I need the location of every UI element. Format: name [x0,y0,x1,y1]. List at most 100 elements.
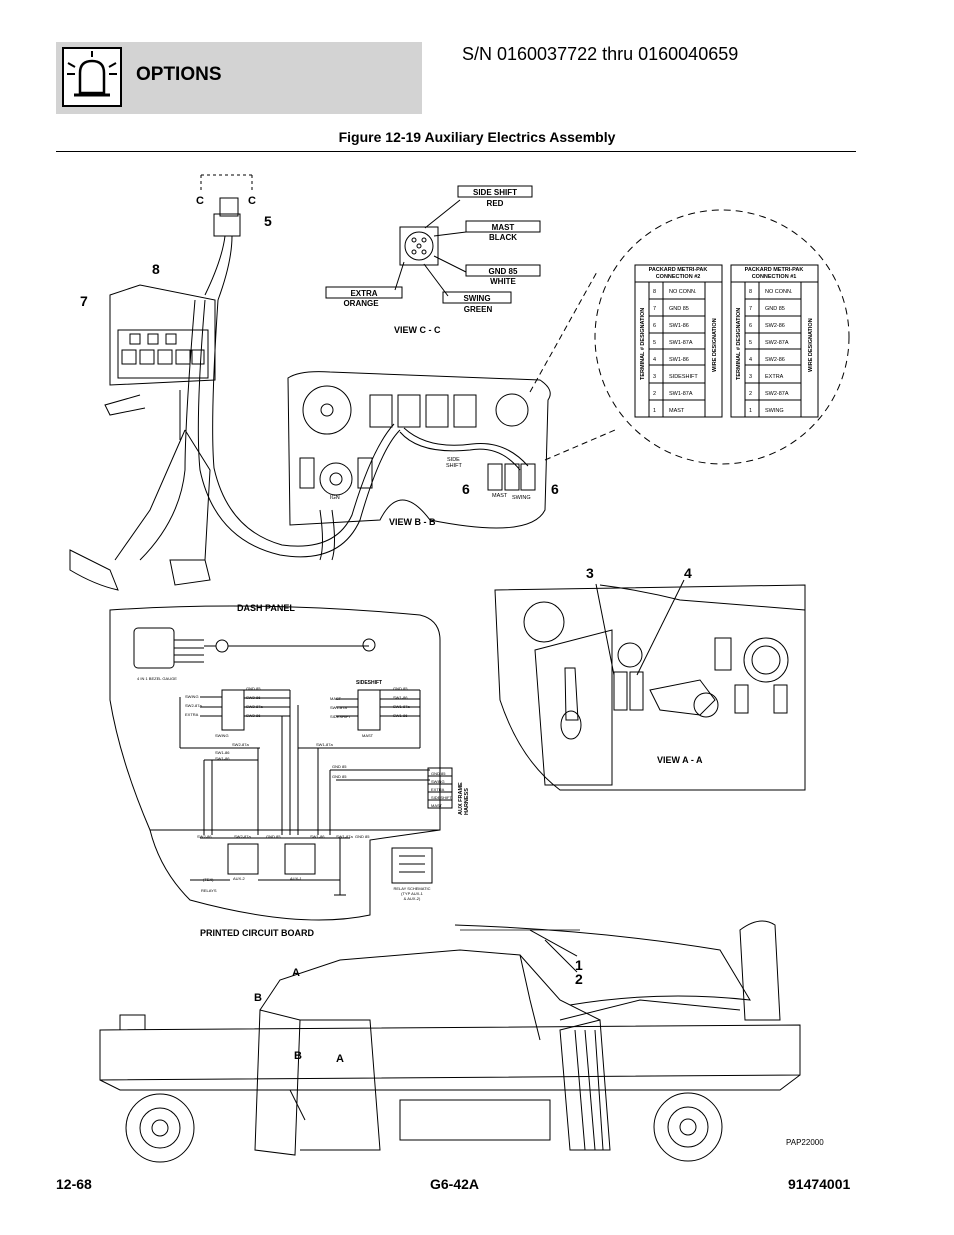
view-a-caption: VIEW A - A [657,755,703,765]
conn1-wire-label: WIRE DESIGNATION [808,318,814,372]
connector1-terminal-7: 7 [749,306,752,312]
callout-1: 1 [575,957,583,973]
connector2-terminal-3: 3 [653,374,656,380]
serial-number-range: S/N 0160037722 thru 0160040659 [462,44,739,64]
left-switch-terminal: SW2-87a [246,704,263,709]
wiring-schematic [109,605,453,921]
connector2-terminal-2: 2 [653,391,656,397]
right-switch-wire: SW1-87a [330,705,347,710]
wire-black: BLACK [489,233,517,242]
callout-3: 3 [586,565,594,581]
bus-wire-label: SW1-86 [215,750,230,755]
connector2-terminal-8: 8 [653,289,656,295]
connector2-terminal-5: 5 [653,340,656,346]
harness-wire-label: GND 85 [431,771,446,776]
label-swing: SWING [512,495,531,501]
connector2-wire-6: SW1-86 [669,323,689,329]
callout-8: 8 [152,261,160,277]
conn1-terminal-label: TERMINAL # DESIGNATION [736,308,742,380]
wire-orange: ORANGE [343,299,379,308]
harness-wire-label: MAST [431,803,443,808]
connector2-wire-5: SW1-87A [669,340,693,346]
callout-4: 4 [684,565,692,581]
connector2-terminal-4: 4 [653,357,656,363]
footer-page-number: 12-68 [56,1176,92,1192]
conn1-title-1: PACKARD METRI-PAK [745,267,804,273]
conn2-title-2: CONNECTION #2 [656,274,701,280]
mast-switch-label: MAST [362,733,374,738]
left-switch-wire: SW2-87a [185,703,202,708]
wire-white: WHITE [490,277,516,286]
swing-switch-label: SWING [215,733,229,738]
harness-title-2: HARNESS [464,788,470,815]
connector2-wire-3: SIDESHIFT [669,374,698,380]
callout-7: 7 [80,293,88,309]
right-switch-wire: MAST [330,696,342,701]
wire-red: RED [487,199,504,208]
dash-panel-caption: DASH PANEL [237,603,295,613]
figure-code: PAP22000 [786,1138,824,1147]
relay-terminal-label: GND 85 [266,834,281,839]
harness-title-1: AUX FRAME [458,782,464,815]
bus-wire-label: SW1-87a [316,742,333,747]
relay-terminal-label: SW2-87a [234,834,251,839]
connector1-wire-2: SW2-87A [765,391,789,397]
left-switch-wire: EXTRA [185,712,199,717]
connector1-terminal-6: 6 [749,323,752,329]
tex-label: (TEX) [203,877,214,882]
connector1-wire-3: EXTRA [765,374,784,380]
connector2-terminal-6: 6 [653,323,656,329]
callout-c-left: C [196,195,204,207]
connector2-wire-1: MAST [669,408,685,414]
wire-mast: MAST [492,223,515,232]
view-b-caption: VIEW B - B [389,517,436,527]
relays-label: RELAYS [201,888,217,893]
aux2-label: AUX-2 [233,876,246,881]
sideshift-label: SIDESHIFT [356,680,382,686]
left-switch-terminal: SW2-86 [246,695,261,700]
callout-5: 5 [264,213,272,229]
relay-terminal-label: SW2-86 [197,834,212,839]
right-switch-terminal: SW1-87a [393,704,410,709]
options-section-icon [62,47,122,107]
harness-wire-label: EXTRA [431,787,445,792]
connector-1-text: PACKARD METRI-PAK CONNECTION #1 TERMINAL… [736,267,814,414]
view-b-dash-panel [287,371,551,561]
connector2-terminal-7: 7 [653,306,656,312]
wire-green: GREEN [464,305,493,314]
relay-terminal-label: SW1-86 [310,834,325,839]
right-switch-terminal: SW1-86 [393,713,408,718]
connector1-terminal-8: 8 [749,289,752,295]
connector-1-table [730,264,819,418]
connector1-wire-7: GND 85 [765,306,785,312]
right-switch-terminal: GND 85 [393,686,408,691]
connector2-terminal-1: 1 [653,408,656,414]
left-switch-terminal: GND 85 [246,686,261,691]
wire-swing: SWING [463,294,490,303]
header-rule [56,151,856,152]
relay-schematic-1: RELAY SCHEMATIC [393,886,430,891]
callout-c-right: C [248,195,256,207]
callout-6-left: 6 [462,481,470,497]
connector1-terminal-1: 1 [749,408,752,414]
footer-model: G6-42A [430,1176,480,1192]
gauge-label: 4 IN 1 BEZEL GAUGE [137,676,177,681]
connector1-wire-5: SW2-87A [765,340,789,346]
connector1-wire-4: SW2-86 [765,357,785,363]
label-side: SIDE [447,457,460,463]
switch-box-assembly [69,174,401,591]
conn1-title-2: CONNECTION #1 [752,274,797,280]
harness-wire-label: SWING [431,779,445,784]
wire-extra: EXTRA [350,289,377,298]
callout-a-top: A [292,967,300,979]
harness-wire-label: SIDESHIFT [431,795,452,800]
view-c-caption: VIEW C - C [394,325,441,335]
connector1-wire-8: NO CONN. [765,289,793,295]
figure-title: Figure 12-19 Auxiliary Electrics Assembl… [338,129,616,145]
callout-b-bottom: B [294,1050,302,1062]
right-switch-terminal: SW1-86 [393,695,408,700]
connector-2-table [634,264,723,418]
callout-2: 2 [575,971,583,987]
connector1-wire-1: SWING [765,408,784,414]
